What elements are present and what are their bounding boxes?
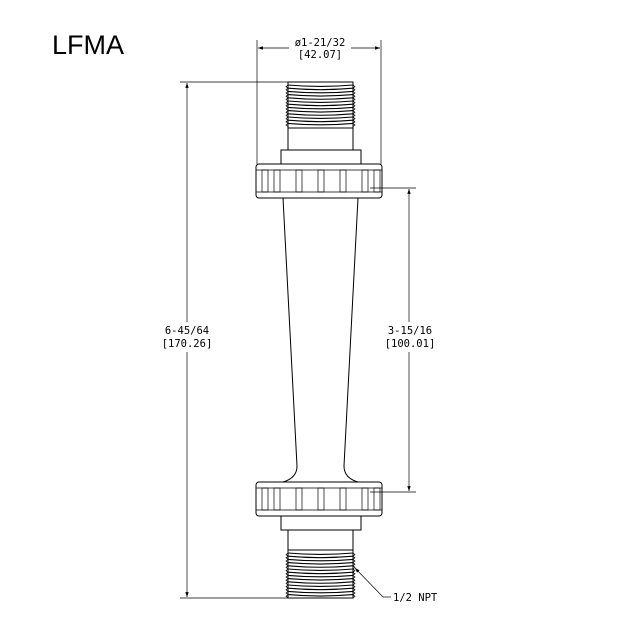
bottom-knurled-nut [255, 481, 383, 517]
overall-length-imperial: 6-45/64 [165, 325, 209, 337]
scale-length-imperial: 3-15/16 [388, 325, 432, 337]
overall-length-dimension: 6-45/64 [170.26] [158, 81, 288, 599]
top-diameter-metric: [42.07] [298, 49, 342, 61]
top-threads [285, 84, 356, 127]
overall-length-metric: [170.26] [162, 338, 213, 350]
top-thread-fitting [280, 81, 362, 165]
drawing-title: LFMA [52, 30, 124, 60]
bottom-threads [285, 552, 356, 599]
top-diameter-dimension: ø1-21/32 [42.07] [256, 36, 382, 164]
thread-callout: 1/2 NPT [354, 567, 438, 604]
top-knurled-nut [255, 163, 383, 199]
tapered-tube [282, 197, 359, 483]
top-diameter-imperial: ø1-21/32 [295, 37, 346, 49]
thread-callout-label: 1/2 NPT [393, 592, 438, 604]
scale-length-metric: [100.01] [385, 338, 436, 350]
bottom-nut-teeth [256, 487, 382, 511]
scale-length-dimension: 3-15/16 [100.01] [370, 187, 440, 493]
top-nut-teeth [256, 169, 382, 193]
bottom-thread-fitting [280, 515, 362, 599]
